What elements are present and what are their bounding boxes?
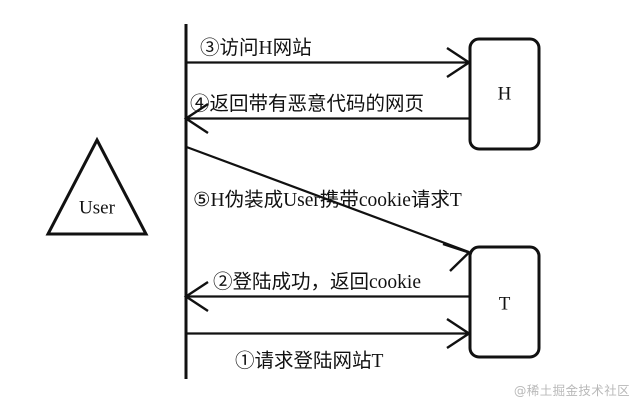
actor-user: User (45, 136, 149, 236)
message-2-label: ②登陆成功，返回cookie (213, 271, 421, 293)
message-4: ④返回带有恶意代码的网页 (183, 93, 469, 135)
message-5-label: ⑤H伪装成User携带cookie请求T (193, 189, 462, 211)
message-1: ①请求登陆网站T (187, 317, 472, 372)
message-4-label: ④返回带有恶意代码的网页 (190, 93, 424, 115)
h-label: H (498, 83, 512, 104)
h-node-shape (468, 37, 541, 151)
actor-t: T (468, 245, 541, 359)
message-3-label: ③访问H网站 (200, 37, 312, 59)
message-4-arrowhead (183, 102, 209, 135)
message-5-line (186, 145, 470, 254)
message-1-arrowhead (446, 317, 472, 350)
message-5-arrowhead (442, 242, 472, 272)
user-label: User (79, 197, 116, 218)
message-5: ⑤H伪装成User携带cookie请求T (186, 145, 472, 272)
user-triangle-shape (45, 136, 149, 236)
message-3: ③访问H网站 (187, 37, 472, 79)
message-2: ②登陆成功，返回cookie (183, 271, 469, 313)
t-label: T (499, 293, 511, 314)
t-node-shape (468, 245, 541, 359)
message-2-arrowhead (183, 280, 209, 313)
actor-h: H (468, 37, 541, 151)
message-1-label: ①请求登陆网站T (235, 350, 384, 372)
watermark: @稀土掘金技术社区 (513, 383, 630, 398)
message-3-arrowhead (446, 46, 472, 79)
